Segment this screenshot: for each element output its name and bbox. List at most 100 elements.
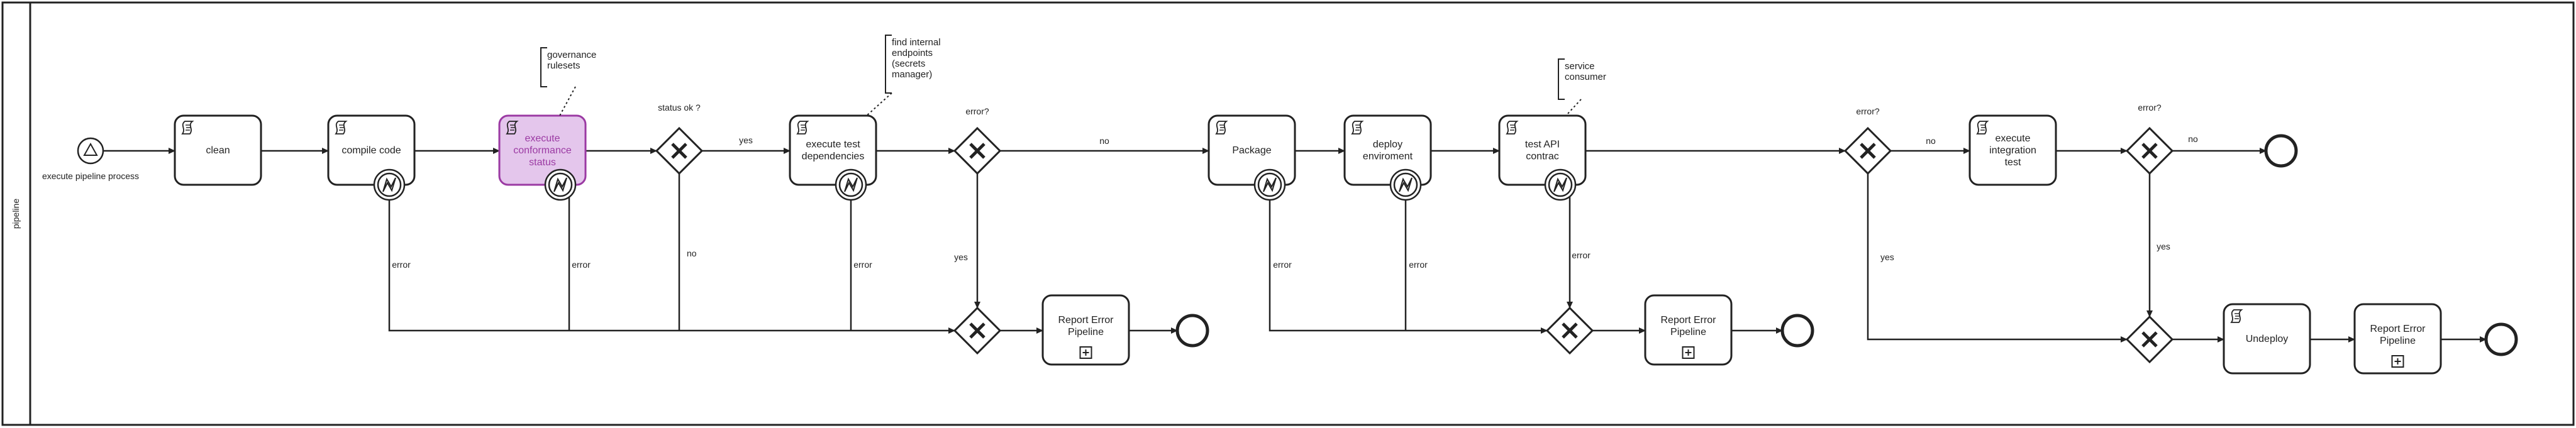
flow-g3-yes: [1867, 173, 2128, 343]
script-icon: [1506, 121, 1519, 134]
subprocess-marker-icon: [1682, 346, 1695, 359]
end-event-icon[interactable]: [1175, 314, 1209, 348]
gateway-label: status ok ?: [658, 102, 701, 112]
association-line: [559, 86, 576, 116]
task-label: Undeploy: [2246, 334, 2289, 344]
x-mark-icon: [969, 322, 985, 339]
task-box: [1968, 114, 2057, 186]
task-undeploy[interactable]: Undeploy: [2223, 303, 2311, 375]
x-mark-icon: [2141, 143, 2158, 159]
task-box: [2353, 303, 2442, 375]
gateway-g2[interactable]: error?: [953, 106, 1002, 175]
association-line: [866, 92, 892, 116]
start-event[interactable]: [77, 137, 104, 165]
x-mark-icon: [1562, 322, 1578, 339]
flow-compile-error: [388, 175, 955, 334]
x-mark-icon: [969, 143, 985, 159]
gateways: status ok ? error? error? error?: [655, 102, 2174, 364]
task-clean[interactable]: clean: [174, 114, 262, 186]
end-events: [1175, 134, 2518, 356]
signal-triangle-icon: [83, 142, 98, 156]
error-boundary-icon[interactable]: [544, 168, 577, 201]
gateway-m2[interactable]: [1545, 306, 1594, 355]
error-boundary-icon[interactable]: [1544, 168, 1577, 201]
error-boundary-icon[interactable]: [1253, 168, 1286, 201]
task-box: [1498, 114, 1587, 186]
flow-label-no: no: [2188, 134, 2198, 144]
end-event-icon[interactable]: [2264, 134, 2298, 168]
task-package[interactable]: Package: [1208, 114, 1296, 201]
script-icon: [1976, 121, 1989, 134]
gateway-g1[interactable]: status ok ?: [655, 102, 704, 175]
flow-label-yes: yes: [739, 135, 753, 145]
flow-label-error: error: [1409, 260, 1428, 270]
task-label: Package: [1232, 145, 1271, 156]
task-label: clean: [206, 145, 230, 156]
error-boundary-icon[interactable]: [835, 168, 867, 201]
flow-label-yes: yes: [1880, 252, 1894, 262]
task-box: [789, 114, 877, 186]
flow-label-error: error: [1273, 260, 1292, 270]
flow-package-error: [1269, 175, 1548, 334]
x-mark-icon: [1860, 143, 1876, 159]
script-icon: [181, 121, 194, 134]
error-boundary-icon[interactable]: [373, 168, 406, 201]
flow-label-error: error: [392, 260, 411, 270]
gateway-label: error?: [1856, 106, 1880, 116]
subprocess-marker-icon: [1079, 346, 1092, 359]
flow-label-error: error: [853, 260, 872, 270]
gateway-g3[interactable]: error?: [1843, 106, 1892, 175]
script-icon: [1351, 121, 1364, 134]
x-mark-icon: [2141, 331, 2158, 348]
subprocess-marker-icon: [2391, 355, 2404, 368]
sequence-flows: [103, 148, 2487, 343]
task-compile[interactable]: compile code: [327, 114, 416, 201]
task-box: [498, 114, 587, 186]
script-icon: [1215, 121, 1228, 134]
flow-label-no: no: [1099, 136, 1109, 146]
gateway-m3[interactable]: [2125, 315, 2174, 364]
start-event-label: execute pipeline process: [42, 171, 139, 181]
flow-labels: yes no no yes no yes no yes error error …: [392, 134, 2198, 270]
x-mark-icon: [671, 143, 687, 159]
flow-label-yes: yes: [954, 252, 968, 262]
script-icon: [335, 121, 348, 134]
gateway-label: error?: [965, 106, 989, 116]
task-box: [2223, 303, 2311, 375]
gateway-m1[interactable]: [953, 306, 1002, 355]
task-box: [1208, 114, 1296, 186]
gateway-g4[interactable]: error?: [2125, 102, 2174, 175]
gateway-label: error?: [2138, 102, 2162, 112]
script-icon: [506, 121, 519, 134]
task-box: [1041, 294, 1130, 366]
end-event-icon[interactable]: [1780, 314, 1814, 348]
flow-label-no: no: [687, 248, 697, 258]
end-event-icon[interactable]: [2484, 322, 2518, 356]
error-boundary-icon[interactable]: [1389, 168, 1422, 201]
flow-label-error: error: [572, 260, 591, 270]
signal-start-icon: [77, 137, 104, 165]
task-box: [1644, 294, 1733, 366]
flow-label-no: no: [1926, 136, 1936, 146]
